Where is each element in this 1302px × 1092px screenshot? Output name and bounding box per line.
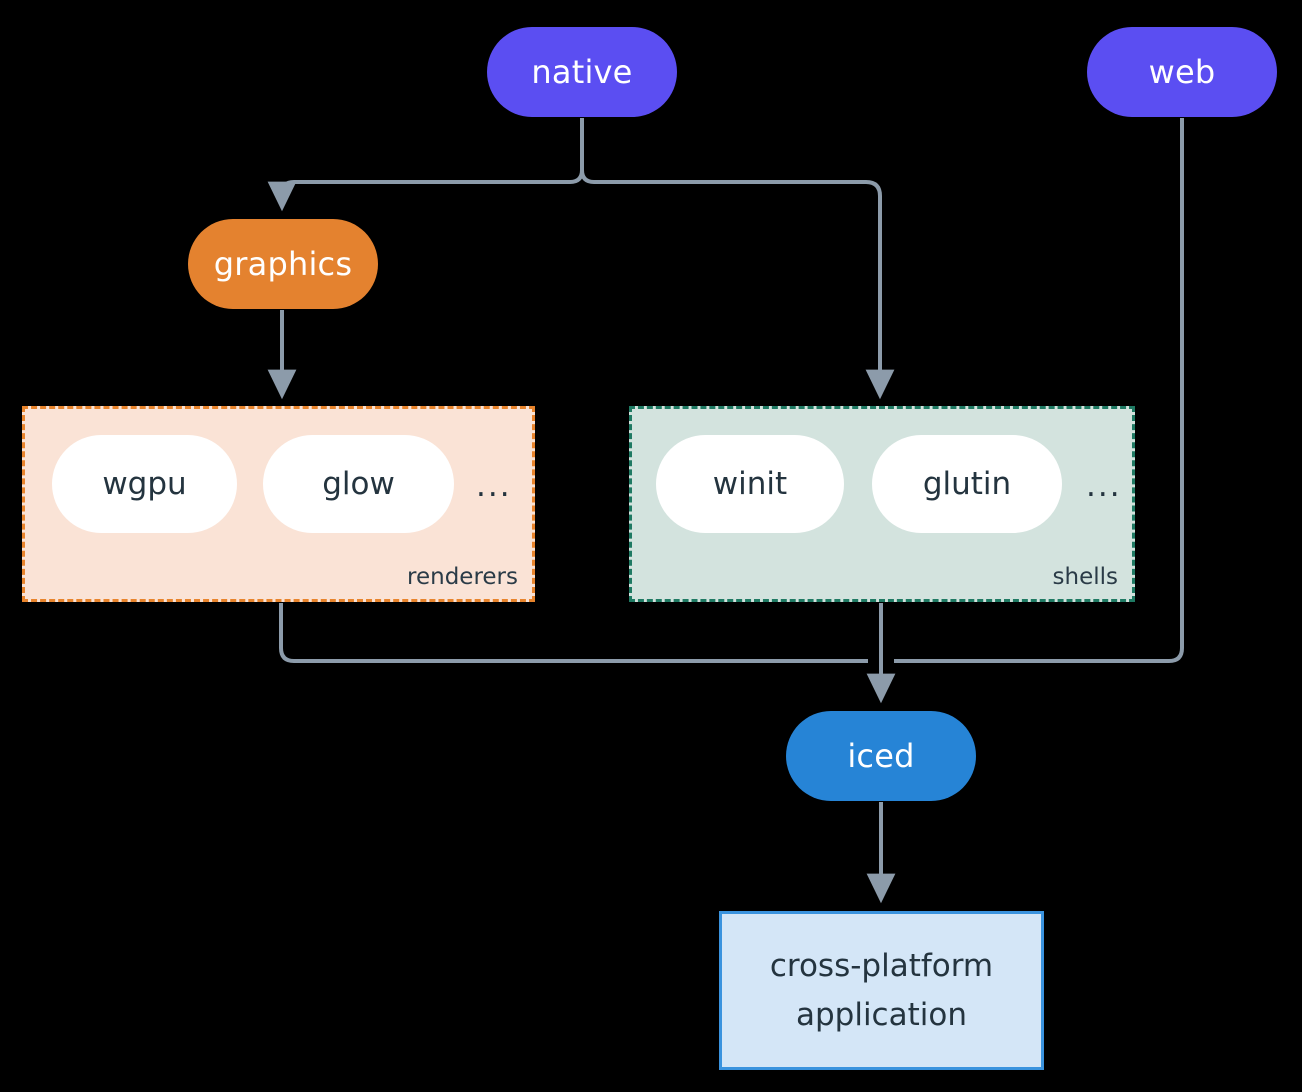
- node-web[interactable]: web: [1087, 27, 1277, 117]
- node-glutin[interactable]: glutin: [872, 435, 1062, 533]
- application-label-line1: cross-platform: [769, 948, 994, 985]
- node-graphics[interactable]: graphics: [188, 219, 378, 309]
- edge-native-split: [580, 118, 895, 400]
- node-graphics-label: graphics: [213, 245, 353, 283]
- node-native-label: native: [531, 53, 633, 91]
- group-shells: winit glutin ... shells: [629, 406, 1135, 602]
- node-winit[interactable]: winit: [656, 435, 844, 533]
- group-shells-label: shells: [1052, 564, 1118, 590]
- node-wgpu[interactable]: wgpu: [52, 435, 237, 533]
- edge-renderers-to-iced: [279, 603, 868, 663]
- renderers-overflow-ellipsis: ...: [476, 468, 512, 504]
- node-glow-label: glow: [322, 466, 395, 502]
- application-label-line2: application: [795, 996, 967, 1033]
- group-renderers-label: renderers: [407, 564, 518, 590]
- node-winit-label: winit: [712, 466, 788, 502]
- node-web-label: web: [1148, 53, 1216, 91]
- edge-native-to-graphics: [267, 169, 584, 212]
- node-glow[interactable]: glow: [263, 435, 454, 533]
- node-native[interactable]: native: [487, 27, 677, 117]
- node-iced[interactable]: iced: [786, 711, 976, 801]
- node-cross-platform-application[interactable]: cross-platform application: [719, 911, 1044, 1070]
- node-iced-label: iced: [847, 737, 915, 775]
- node-wgpu-label: wgpu: [102, 466, 187, 502]
- node-glutin-label: glutin: [922, 466, 1012, 502]
- shells-overflow-ellipsis: ...: [1086, 468, 1122, 504]
- group-renderers: wgpu glow ... renderers: [22, 406, 535, 602]
